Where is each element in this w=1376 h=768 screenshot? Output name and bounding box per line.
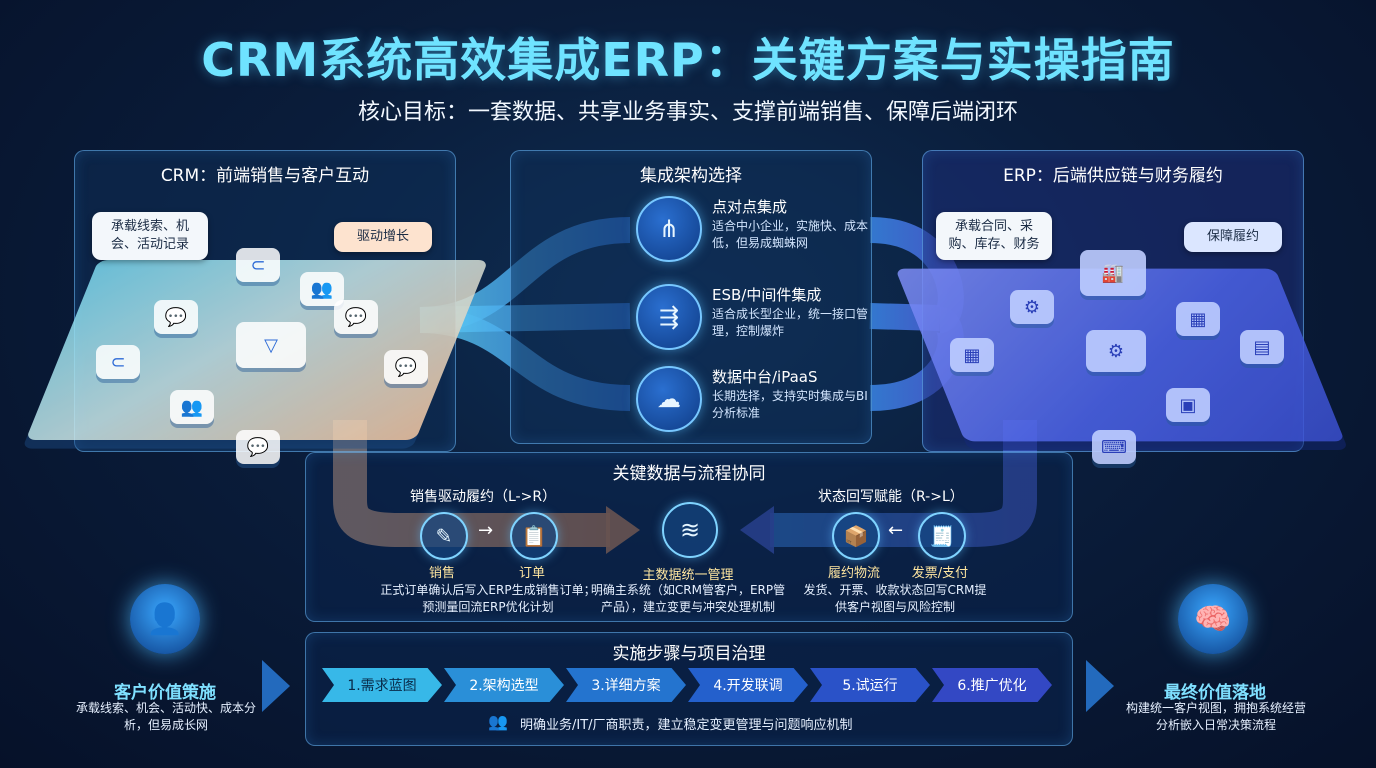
step-4: 4.开发联调 (688, 668, 808, 702)
crm-bubble-growth: 驱动增长 (334, 222, 432, 252)
step-2: 2.架构选型 (444, 668, 564, 702)
sales-label: 销售 (428, 566, 455, 581)
warehouse-icon: ▦ (1176, 302, 1220, 336)
sync-right-title: 状态回写赋能（R->L） (818, 489, 964, 505)
team-icon: 👥 (488, 712, 508, 731)
keyboard-icon: ⌨ (1092, 430, 1136, 464)
sync-left-title: 销售驱动履约（L->R） (410, 489, 557, 505)
step-3: 3.详细方案 (566, 668, 686, 702)
erp-bubble-records: 承载合同、采购、库存、财务 (936, 212, 1052, 260)
arrow-left-icon: ← (888, 520, 904, 541)
left-side-text: 承载线索、机会、活动快、成本分析，但易成长网 (75, 701, 256, 732)
calculator-icon: ▤ (1240, 330, 1284, 364)
option-desc: 长期选择，支持实时集成与BI分析标准 (712, 389, 868, 420)
order-label: 订单 (518, 566, 545, 581)
logistics-label: 履约物流 (827, 566, 880, 581)
invoice-icon: 🧾 (918, 512, 966, 560)
option-esb: ⇶ ESB/中间件集成 适合成长型企业，统一接口管理，控制爆炸 (636, 280, 868, 354)
sync-right-desc: 发货、开票、收款状态回写CRM提供客户视图与风险控制 (803, 583, 987, 614)
customer-icon: 👤 (130, 584, 200, 654)
sync-left-desc: 正式订单确认后写入ERP生成销售订单；预测量回流ERP优化计划 (380, 583, 596, 614)
brain-icon: 🧠 (1178, 584, 1248, 654)
magnet-icon: ⊂ (236, 248, 280, 282)
packages-icon: ▣ (1166, 388, 1210, 422)
step-5: 5.试运行 (810, 668, 930, 702)
logistics-box-icon: 📦 (832, 512, 880, 560)
master-data-label: 主数据统一管理 (642, 568, 734, 583)
page-title: CRM系统高效集成ERP：关键方案与实操指南 (201, 33, 1175, 87)
option-title: 数据中台/iPaaS (712, 368, 818, 386)
steps-panel-title: 实施步骤与项目治理 (612, 644, 766, 664)
message-icon: 💬 (236, 430, 280, 464)
integration-panel-title: 集成架构选择 (640, 166, 742, 186)
magnet-left-icon: ⊂ (96, 345, 140, 379)
left-side-title: 客户价值策施 (114, 683, 216, 703)
erp-bubble-fulfill: 保障履约 (1184, 222, 1282, 252)
page-subtitle: 核心目标：一套数据、共享业务事实、支撑前端销售、保障后端闭环 (357, 100, 1018, 125)
sync-panel-title: 关键数据与流程协同 (612, 464, 766, 484)
step-1: 1.需求蓝图 (322, 668, 442, 702)
right-side-title: 最终价值落地 (1164, 683, 1266, 703)
invoice-label: 发票/支付 (911, 566, 969, 581)
master-data-desc: 明确主系统（如CRM管客户，ERP管产品），建立变更与冲突处理机制 (590, 583, 786, 614)
sales-doc-icon: ✎ (420, 512, 468, 560)
option-title: ESB/中间件集成 (712, 286, 822, 304)
option-point-to-point: ⋔ 点对点集成 适合中小企业，实施快、成本低，但易成蜘蛛网 (636, 192, 868, 266)
chat-orange-icon: 💬 (334, 300, 378, 334)
option-desc: 适合中小企业，实施快、成本低，但易成蜘蛛网 (712, 219, 869, 250)
cloud-icon: ☁ (636, 366, 702, 432)
erp-panel-title: ERP：后端供应链与财务履约 (1003, 166, 1223, 186)
arrow-right-icon: → (478, 520, 494, 541)
chat-icon: 💬 (154, 300, 198, 334)
option-desc: 适合成长型企业，统一接口管理，控制爆炸 (712, 307, 869, 338)
option-ipaas: ☁ 数据中台/iPaaS 长期选择，支持实时集成与BI分析标准 (636, 362, 868, 436)
chat-right-icon: 💬 (384, 350, 428, 384)
step-6: 6.推广优化 (932, 668, 1052, 702)
factory-icon: 🏭 (1080, 250, 1146, 296)
option-title: 点对点集成 (712, 198, 788, 216)
steps-note: 明确业务/IT/厂商职责，建立稳定变更管理与问题响应机制 (520, 718, 853, 733)
share-nodes-icon: ⋔ (636, 196, 702, 262)
boxes-icon: ▦ (950, 338, 994, 372)
gear-icon: ⚙ (1086, 330, 1146, 372)
crm-bubble-records: 承载线索、机会、活动记录 (92, 212, 208, 260)
funnel-icon: ▽ (236, 322, 306, 368)
gears-icon: ⚙ (1010, 290, 1054, 324)
database-icon: ≋ (662, 502, 718, 558)
people-icon: 👥 (170, 390, 214, 424)
crm-panel-title: CRM：前端销售与客户互动 (160, 166, 370, 186)
order-clipboard-icon: 📋 (510, 512, 558, 560)
right-side-text: 构建统一客户视图，拥抱系统经营分析嵌入日常决策流程 (1125, 701, 1306, 732)
merge-arrows-icon: ⇶ (636, 284, 702, 350)
